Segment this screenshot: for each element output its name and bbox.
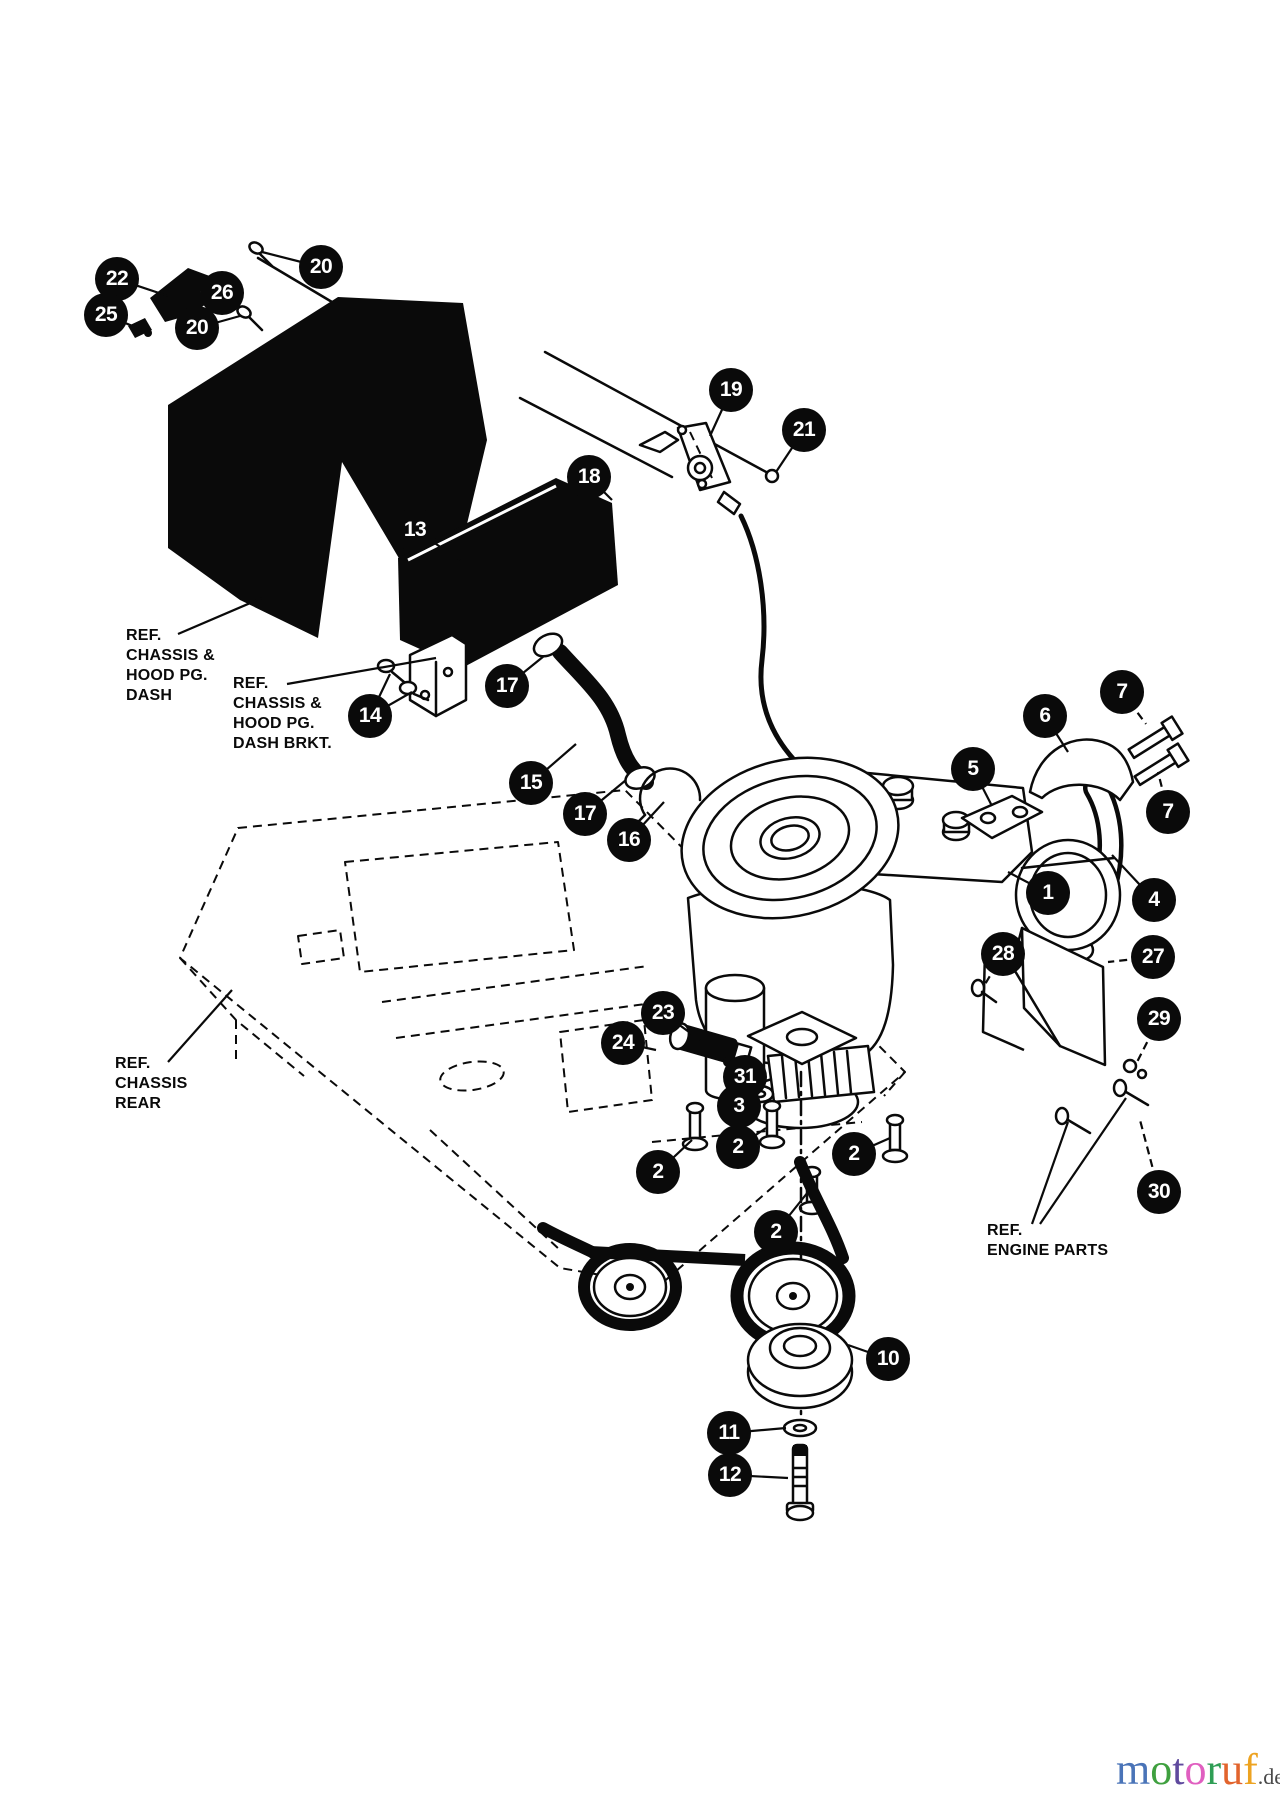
ref-engine-parts: REF. ENGINE PARTS [987,1222,1109,1259]
callout-13: 13 [393,508,437,552]
leader-line [1039,1097,1127,1225]
leader-line [177,596,263,636]
callout-6: 6 [1023,694,1067,738]
callout-5: 5 [951,747,995,791]
callout-30: 30 [1137,1170,1181,1214]
watermark-letter: f [1243,1745,1258,1794]
callout-11: 11 [707,1411,751,1455]
muffler-bolt [1127,715,1184,760]
callout-21: 21 [782,408,826,452]
callout-7: 7 [1100,670,1144,714]
watermark-letter: o [1184,1745,1207,1794]
callout-29: 29 [1137,997,1181,1041]
ref-chassis-rear: REF. CHASSIS REAR [115,1055,188,1112]
callout-3: 3 [717,1084,761,1128]
callout-4: 4 [1132,878,1176,922]
throttle-control [518,350,801,767]
callout-27: 27 [1131,935,1175,979]
engine [668,756,1034,1216]
watermark-suffix: .de [1257,1764,1280,1789]
muffler-assembly [960,715,1190,963]
callout-24: 24 [601,1021,645,1065]
callout-12: 12 [708,1453,752,1497]
callout-10: 10 [866,1337,910,1381]
callout-23: 23 [641,991,685,1035]
callout-20: 20 [175,306,219,350]
watermark-letter: r [1206,1745,1222,1794]
callout-28: 28 [981,932,1025,976]
ref-chassis-hood-dash-brkt: REF. CHASSIS & HOOD PG. DASH BRKT. [233,675,332,752]
watermark-letter: t [1172,1745,1185,1794]
callout-17: 17 [563,792,607,836]
callout-25: 25 [84,293,128,337]
callout-1: 1 [1026,871,1070,915]
callout-2: 2 [716,1125,760,1169]
callout-18: 18 [567,455,611,499]
callout-15: 15 [509,761,553,805]
leader-line [1030,1121,1070,1225]
callout-16: 16 [607,818,651,862]
callout-17: 17 [485,664,529,708]
watermark-letter: u [1221,1745,1244,1794]
callout-22: 22 [95,257,139,301]
leader-line [167,989,233,1063]
leader-line [286,656,437,686]
ref-chassis-hood-dash: REF. CHASSIS & HOOD PG. DASH [126,627,215,704]
callout-2: 2 [636,1150,680,1194]
heat-shield-box [970,926,1150,1135]
leader-line [1135,1018,1160,1065]
callout-7: 7 [1146,790,1190,834]
air-cleaner-cover [398,478,618,668]
callout-20: 20 [299,245,343,289]
belt-drive [537,1070,856,1522]
dash-bracket [376,633,468,718]
hose-assembly [532,632,702,825]
callout-2: 2 [754,1210,798,1254]
watermark-motoruf: motoruf.de [1116,1748,1280,1799]
watermark-letter: o [1150,1745,1173,1794]
callout-19: 19 [709,368,753,412]
callout-14: 14 [348,694,392,738]
callout-2: 2 [832,1132,876,1176]
watermark-letter: m [1116,1745,1151,1794]
